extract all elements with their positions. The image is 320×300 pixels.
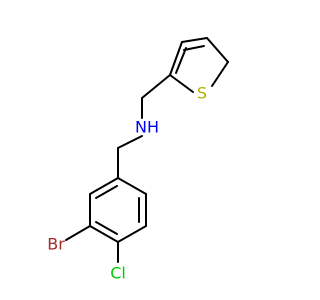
bond-b6-b1-inner — [95, 185, 118, 199]
bond-c2-c3-inner — [183, 45, 205, 51]
bond-ch2-thiophene — [141, 74, 171, 99]
bond-b4-b5 — [89, 225, 119, 243]
molecule-structure: NH S Br Cl — [47, 37, 229, 283]
bonds — [65, 37, 229, 263]
bond-c3-c4 — [206, 37, 229, 63]
bond-b3-b4 — [117, 225, 147, 243]
bond-b1-b2 — [117, 177, 147, 195]
sulfur-label: S — [197, 84, 207, 103]
bond-c4-s — [211, 61, 229, 87]
bond-c2-c3 — [181, 37, 208, 43]
bond-s-c1 — [169, 74, 194, 93]
nitrogen-label: NH — [135, 118, 159, 137]
bond-b6-b1 — [89, 177, 119, 195]
bond-c1-c2-inner — [175, 47, 187, 74]
bond-c1-c2 — [169, 41, 183, 76]
bond-b5-br — [65, 225, 91, 241]
chlorine-label: Cl — [110, 264, 126, 283]
bromine-label: Br — [47, 235, 65, 254]
bond-n-ch2-bottom — [117, 135, 143, 149]
bond-b4-b5-inner — [95, 221, 118, 235]
